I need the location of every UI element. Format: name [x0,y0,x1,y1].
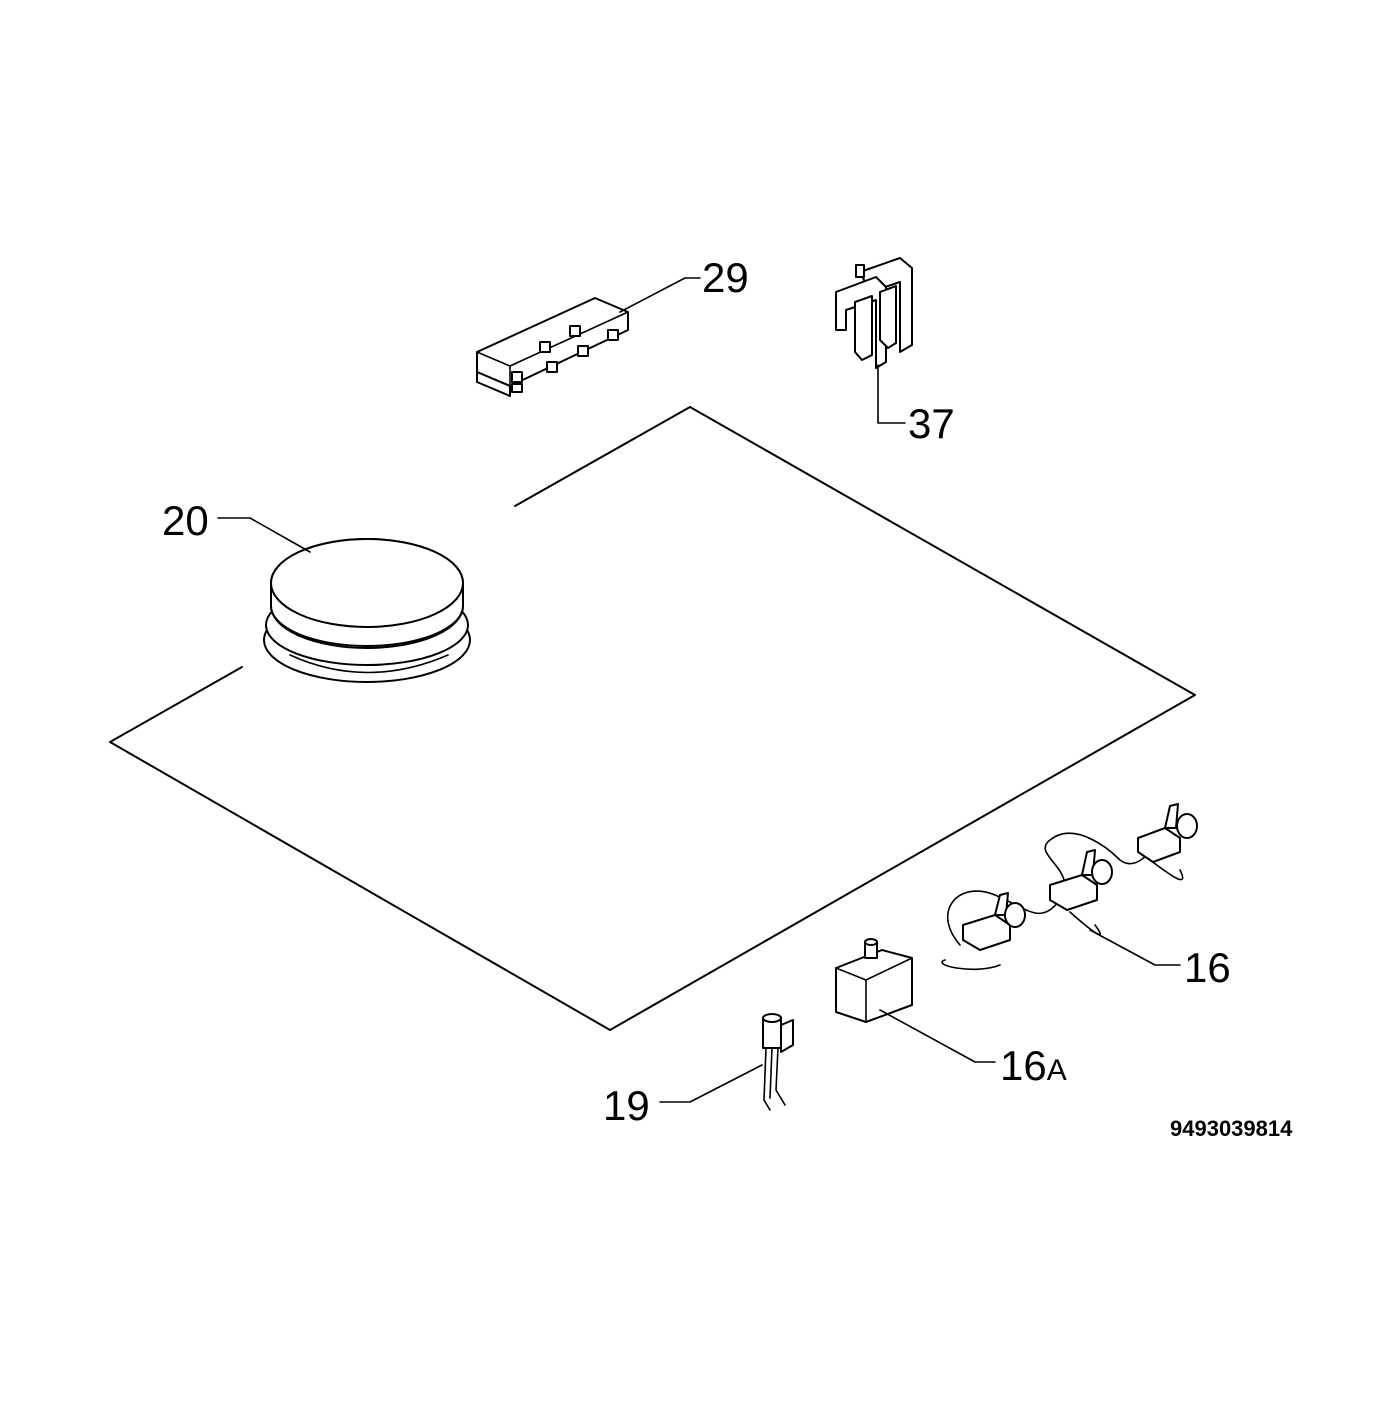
label-16a-number: 16 [1000,1042,1047,1089]
label-37: 37 [908,400,955,447]
hob-plate-outline [109,406,1196,1031]
part-16a-spark-box [835,938,913,1023]
part-19-thermocouple [762,1013,794,1111]
leader-19 [659,1064,763,1103]
part-29-ignition-generator [476,297,629,397]
leader-29 [619,277,701,313]
leader-16 [1089,929,1181,966]
part-16-ignition-electrodes [941,803,1198,971]
leader-37 [877,364,906,424]
label-20: 20 [162,497,209,544]
leader-16a [879,1009,996,1063]
label-16a-suffix: A [1047,1054,1067,1087]
label-16: 16 [1184,944,1231,991]
label-16a: 16A [1000,1042,1067,1089]
part-20-burner-cap [263,538,471,683]
leader-20 [217,517,311,553]
label-19: 19 [603,1082,650,1129]
label-29: 29 [702,254,749,301]
part-37-clip-bracket [835,257,913,369]
drawing-code: 9493039814 [1170,1116,1293,1141]
